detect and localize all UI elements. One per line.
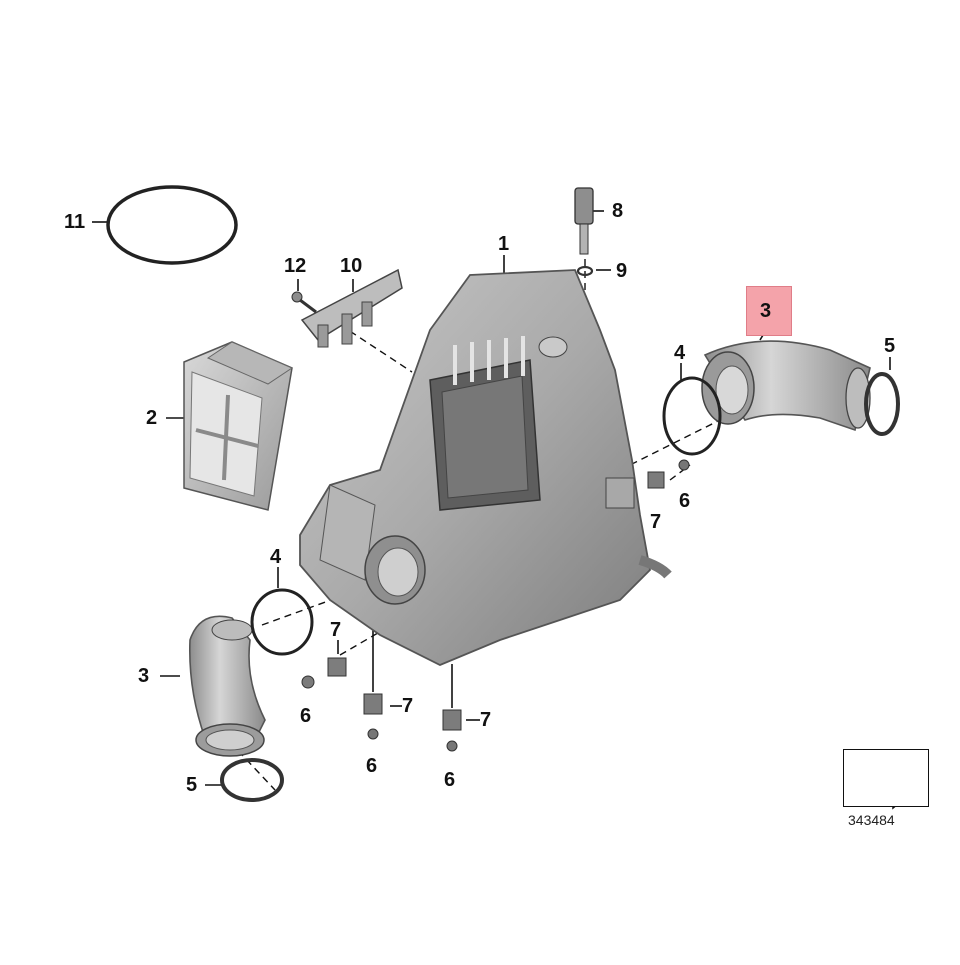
callout-6-center: 6	[366, 755, 378, 777]
intake-pipe-lower-icon	[188, 615, 266, 757]
seal-ring-4-right-icon	[662, 376, 722, 456]
callout-3-lower: 3	[138, 665, 150, 687]
callout-7-right: 7	[650, 511, 662, 533]
hose-clamp-5-right-icon	[864, 372, 900, 436]
seal-ring-4-left-icon	[250, 588, 314, 656]
hose-clamp-5-left-icon	[220, 758, 284, 802]
callout-5-left: 5	[186, 774, 198, 796]
bracket-10-icon	[300, 268, 403, 348]
callout-6-left: 6	[300, 705, 312, 727]
filter-element-icon	[183, 341, 294, 511]
washer-9-icon	[576, 265, 594, 277]
callout-7-center: 7	[402, 695, 414, 717]
callout-4-right: 4	[674, 342, 686, 364]
orientation-reference-box	[843, 749, 929, 807]
callout-12: 12	[284, 255, 307, 277]
callout-2: 2	[146, 407, 158, 429]
callout-6-right: 6	[679, 490, 691, 512]
rubber-mount-7-right-icon	[647, 471, 665, 489]
callout-1: 1	[498, 233, 510, 255]
o-ring-11-icon	[106, 185, 238, 265]
screw-12-icon	[291, 291, 317, 314]
screw-6-right-icon	[678, 459, 690, 471]
callout-7-left: 7	[330, 619, 342, 641]
air-filter-housing-icon	[299, 269, 672, 666]
callout-highlight	[746, 286, 792, 336]
rubber-mount-7-lower-icon	[442, 709, 462, 731]
screw-6-lower-icon	[446, 740, 458, 752]
callout-9: 9	[616, 260, 628, 282]
callout-8: 8	[612, 200, 624, 222]
callout-10: 10	[340, 255, 363, 277]
intake-pipe-upper-icon	[701, 340, 871, 432]
callout-11: 11	[64, 211, 86, 233]
callout-6-lower: 6	[444, 769, 456, 791]
screw-6-left-icon	[301, 675, 315, 689]
rubber-mount-7-center-icon	[363, 693, 383, 715]
callout-4-left: 4	[270, 546, 282, 568]
sensor-8-icon	[574, 187, 594, 255]
callout-3-upper: 3	[760, 300, 772, 322]
screw-6-center-icon	[367, 728, 379, 740]
callout-5-right: 5	[884, 335, 896, 357]
diagram-reference-number: 343484	[848, 812, 895, 828]
rubber-mount-7-left-icon	[327, 657, 347, 677]
callout-7-lower: 7	[480, 709, 492, 731]
